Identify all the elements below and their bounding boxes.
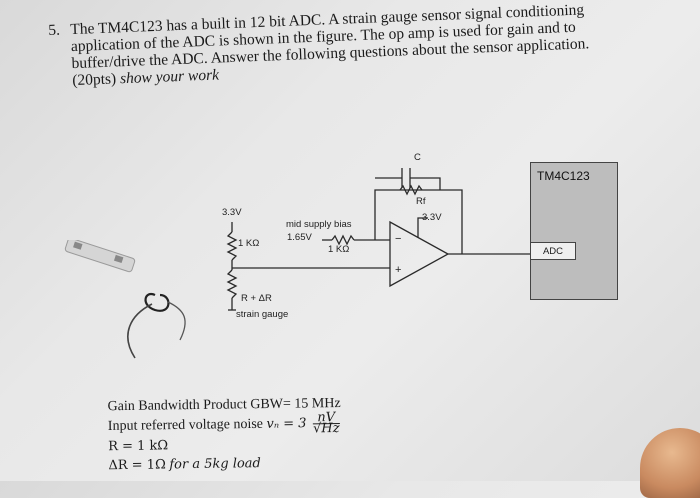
gauge-wire-loop [144, 292, 170, 312]
bias-voltage: 1.65V [287, 232, 312, 243]
specifications: Gain Bandwidth Product GBW= 15 MHz Input… [107, 393, 428, 475]
noise-den: √Hz [312, 421, 340, 437]
resistor-1k-top [226, 231, 238, 261]
wire-opamp-supply [417, 217, 428, 238]
capacitor-label: C [414, 152, 421, 163]
opamp-minus: − [395, 233, 402, 245]
noise-prefix: Input referred voltage noise [107, 416, 264, 434]
supply-left-label: 3.3V [222, 207, 242, 218]
op-amp [389, 220, 450, 288]
bias-label: mid supply bias [286, 219, 352, 230]
gauge-wire-lead [127, 303, 153, 359]
mcu-box: TM4C123 [530, 162, 618, 300]
strain-label: R + ΔR [241, 293, 272, 304]
feedback-label: Rf [416, 196, 426, 207]
dr-prefix: ΔR = 1Ω [108, 457, 166, 474]
adc-box: ADC [530, 242, 576, 260]
load-cell-bar [64, 240, 136, 273]
circuit-schematic [226, 168, 530, 311]
opamp-plus: + [395, 264, 402, 276]
gauge-wire-lead-2 [167, 301, 186, 341]
strain-gauge-photo [64, 240, 186, 359]
noise-var: vₙ = 3 [266, 416, 307, 432]
screw-left [73, 241, 83, 250]
wire-feedback [374, 189, 463, 254]
screw-right [113, 254, 124, 264]
capacitor-c [375, 168, 441, 190]
resistor-top-label: 1 KΩ [238, 238, 260, 249]
mcu-title: TM4C123 [537, 169, 590, 183]
resistor-rf [399, 184, 423, 196]
dr-suffix: for a 5kg load [169, 456, 261, 473]
strain-caption: strain gauge [236, 309, 289, 320]
opamp-supply-label: 3.3V [422, 212, 442, 223]
noise-fraction: nV √Hz [312, 410, 340, 437]
strain-gauge-resistor [226, 269, 238, 299]
bias-resistor-label: 1 KΩ [328, 244, 350, 255]
resistor-bias [331, 234, 355, 246]
